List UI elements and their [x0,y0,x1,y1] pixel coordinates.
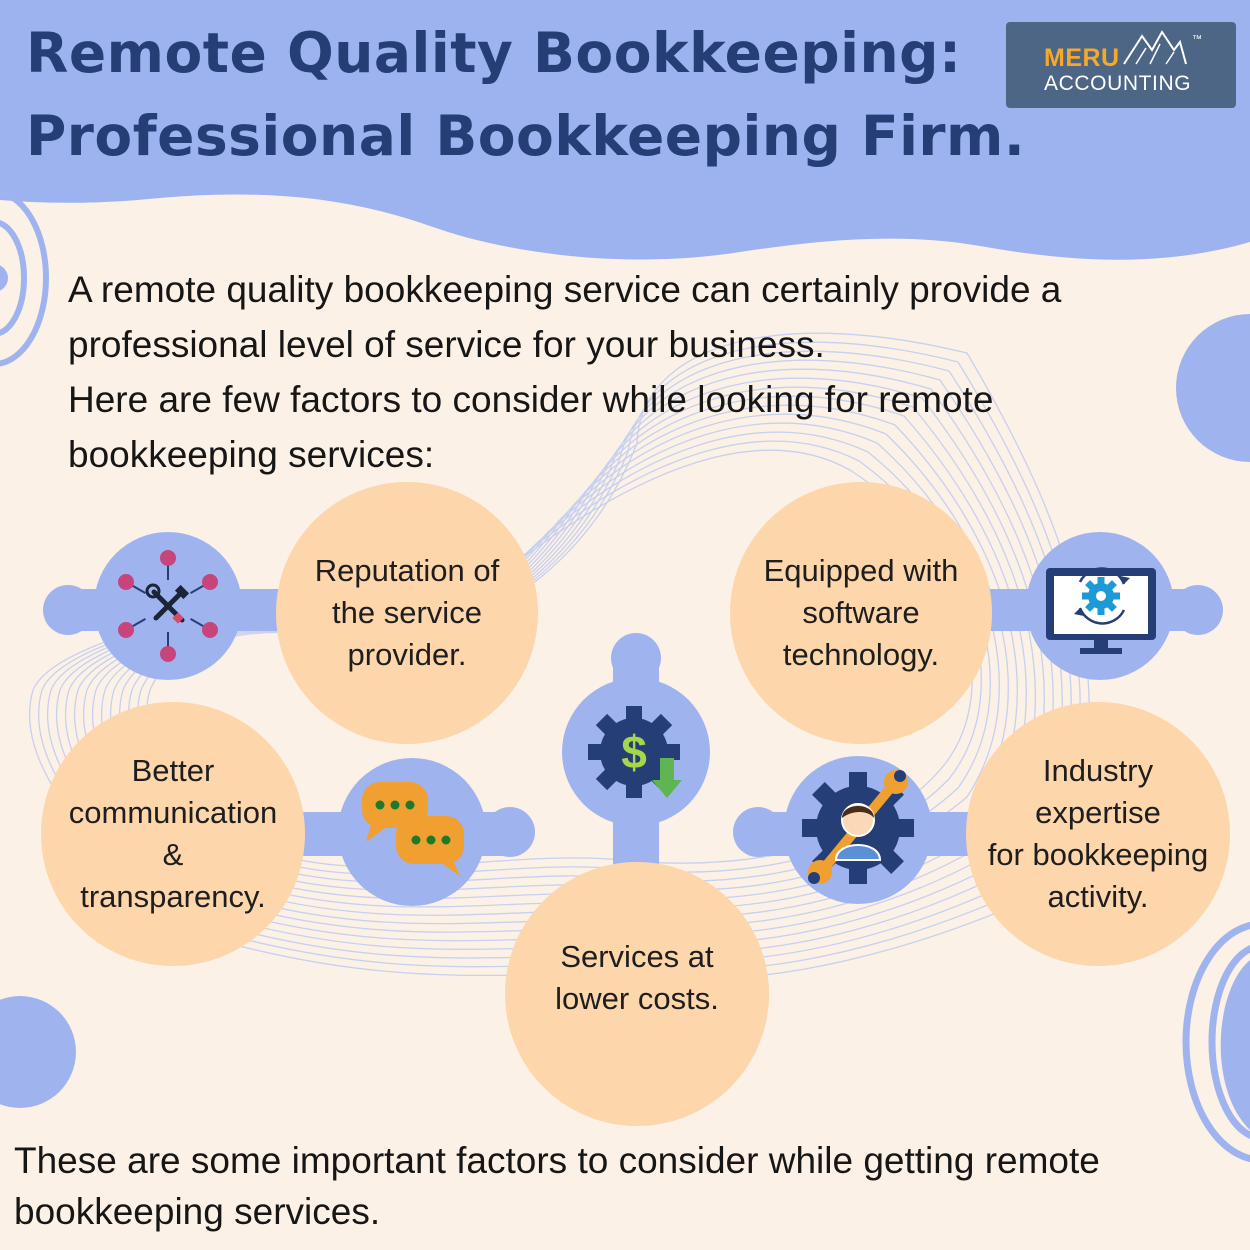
contour-line [145,449,973,868]
contour-line [136,440,982,876]
bottom-right-ring-fill [1220,960,1250,1130]
factor-text: Equipped with [763,553,959,588]
title-line-1: Remote Quality Bookkeeping: [26,21,962,85]
tools-network-icon [118,550,218,662]
header-wave [0,0,1250,260]
right-half-circle [1176,314,1250,462]
factor-text: provider. [347,637,467,672]
factor-text: Services at [560,939,714,974]
factor-industry-expertise: Industry expertise for bookkeeping activ… [966,702,1230,966]
outro-line: These are some important factors to cons… [14,1140,1100,1181]
factor-text: transparency. [80,879,266,914]
meru-accounting-logo: MERU ™ ACCOUNTING [1006,22,1236,108]
intro-line: bookkeeping services: [68,434,435,475]
factor-text: lower costs. [555,981,719,1016]
bottom-right-ring-decoration [1182,921,1250,1163]
intro-line: A remote quality bookkeeping service can… [68,269,1062,310]
bottom-left-half-circle [0,996,76,1108]
logo-trademark: ™ [1192,34,1202,45]
outro-line: bookkeeping services. [14,1191,381,1232]
svg-text:$: $ [621,726,647,778]
chat-bubbles-icon [362,782,464,876]
mountain-logo-icon [1123,30,1187,65]
factor-text: Industry [1042,753,1154,788]
factor-text: & [162,837,184,872]
left-ring-core [0,265,8,291]
expert-gear-icon [802,770,914,884]
factor-software: Equipped with software technology. [730,482,992,744]
intro-line: professional level of service for your b… [68,324,825,365]
title-line-2: Professional Bookkeeping Firm. [26,104,1026,168]
factor-lower-costs: Services at lower costs. [505,862,769,1126]
factor-text: for bookkeeping [987,837,1209,872]
monitor-gear-icon [1046,567,1156,654]
factor-text: activity. [1047,879,1149,914]
factor-text: technology. [782,637,940,672]
factor-reputation: Reputation of the service provider. [276,482,538,744]
dollar-gear-icon: $ [588,706,682,798]
logo-subtitle: ACCOUNTING [1044,72,1192,95]
factor-text: Better [131,753,215,788]
factor-text: Reputation of [314,553,500,588]
page-title: Remote Quality Bookkeeping: Professional… [26,12,1025,178]
factor-text: software [802,595,920,630]
intro-paragraph: A remote quality bookkeeping service can… [68,262,1228,482]
factor-communication: Better communication & transparency. [41,702,305,966]
connector-end-dots [43,585,1223,857]
factor-text: the service [332,595,482,630]
closing-paragraph: These are some important factors to cons… [14,1135,1234,1237]
logo-brand: MERU [1044,44,1120,72]
factor-text: expertise [1035,795,1161,830]
left-ring-decoration [0,189,49,367]
intro-line: Here are few factors to consider while l… [68,379,994,420]
factor-text: communication [68,795,278,830]
